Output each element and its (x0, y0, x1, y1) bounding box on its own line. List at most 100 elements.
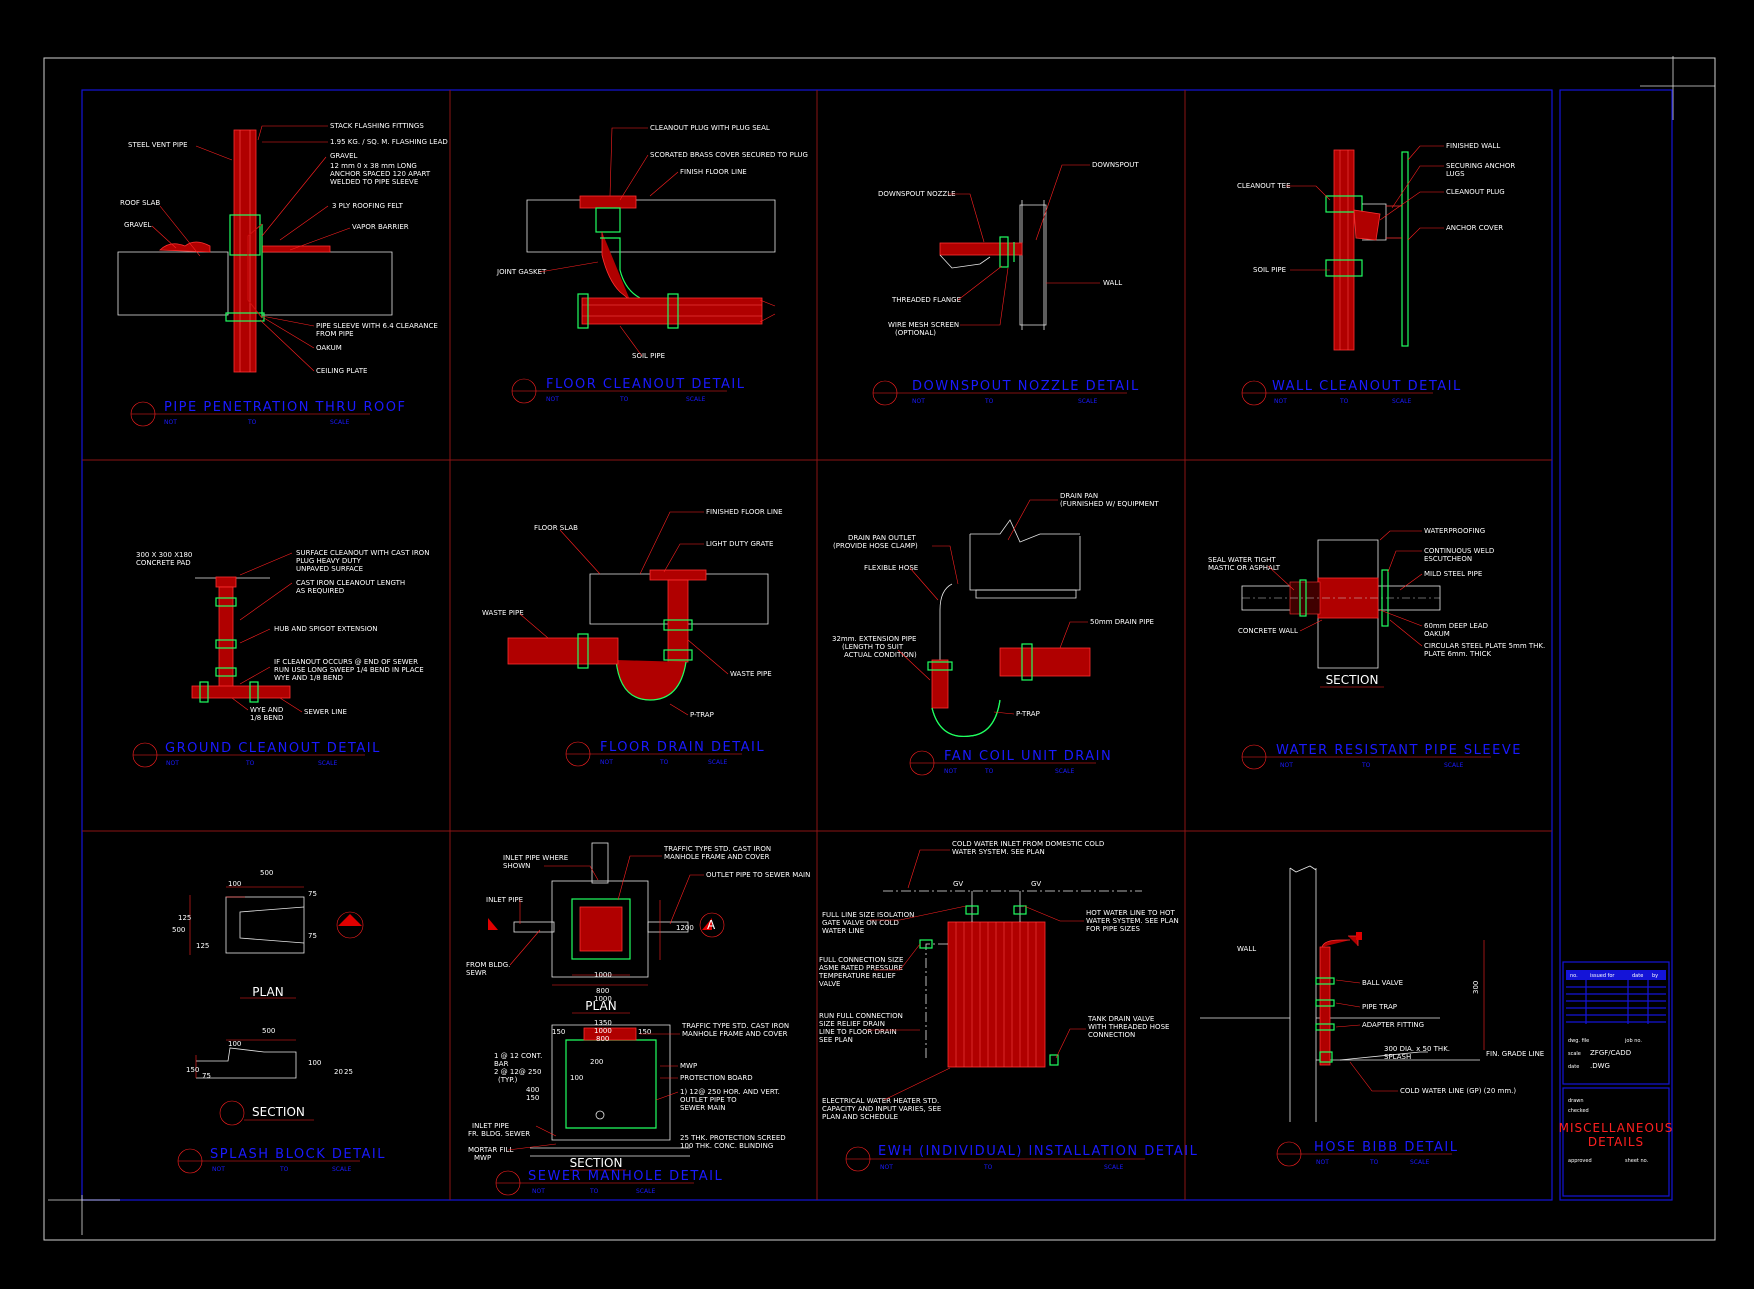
detail-title: WALL CLEANOUT DETAIL (1272, 379, 1462, 394)
label: FULL CONNECTION SIZE (819, 956, 903, 964)
label: STACK FLASHING FITTINGS (330, 122, 424, 130)
dim: 25 (344, 1068, 353, 1076)
detail-wall-cleanout: FINISHED WALL SECURING ANCHOR LUGS CLEAN… (1237, 142, 1515, 406)
label: VAPOR BARRIER (352, 223, 409, 231)
detail-title: DOWNSPOUT NOZZLE DETAIL (912, 379, 1140, 394)
section-marker: A (707, 918, 716, 932)
label: WYE AND 1/8 BEND (274, 674, 343, 682)
label: CONNECTION (1088, 1031, 1135, 1039)
field-checked: checked (1568, 1108, 1589, 1114)
label: FOR PIPE SIZES (1086, 925, 1141, 933)
label: LINE TO FLOOR DRAIN (819, 1028, 897, 1036)
scale-to: TO (589, 1188, 599, 1195)
label: OAKUM (316, 344, 342, 352)
scale-not: NOT (532, 1188, 545, 1195)
label: WYE AND (250, 706, 283, 714)
dim: 125 (178, 914, 191, 922)
d10-title: SEWER MANHOLE DETAIL NOT TO SCALE (495, 1169, 722, 1196)
file-name: ZFGF/CADD (1590, 1049, 1631, 1057)
d8-title: WATER RESISTANT PIPE SLEEVE NOT TO SCALE (1241, 743, 1520, 770)
label: WITH THREADED HOSE (1088, 1023, 1169, 1031)
field-approved: approved (1568, 1158, 1592, 1164)
dim: 300 (1472, 981, 1480, 994)
label: DOWNSPOUT (1092, 161, 1139, 169)
dim: 125 (196, 942, 209, 950)
label: PLAN AND SCHEDULE (822, 1113, 898, 1121)
detail-hose-bibb: WALL BALL VALVE PIPE TRAP ADAPTER FITTIN… (1200, 865, 1544, 1167)
label: 50mm DRAIN PIPE (1090, 618, 1154, 626)
rev-col-no: no. (1570, 973, 1578, 979)
label: JOINT GASKET (496, 268, 547, 276)
label: 300 X 300 X180 (136, 551, 192, 559)
d6-title: FLOOR DRAIN DETAIL NOT TO SCALE (565, 740, 764, 767)
label: (TYP.) (498, 1076, 518, 1084)
label: 60mm DEEP LEAD (1424, 622, 1488, 630)
detail-title: HOSE BIBB DETAIL (1314, 1140, 1458, 1155)
detail-fan-coil-drain: DRAIN PAN (FURNISHED W/ EQUIPMENT DRAIN … (832, 492, 1159, 776)
scale-to: TO (247, 419, 257, 426)
label: SOIL PIPE (632, 352, 665, 360)
label: SHOWN (503, 862, 530, 870)
label: HUB AND SPIGOT EXTENSION (274, 625, 378, 633)
scale-not: NOT (1274, 398, 1287, 405)
label: WELDED TO PIPE SLEEVE (330, 178, 418, 186)
label: 1.95 KG. / SQ. M. FLASHING LEAD (330, 138, 448, 146)
label: CONTINUOUS WELD (1424, 547, 1494, 555)
label: ANCHOR SPACED 120 APART (330, 170, 431, 178)
dim: 800 (596, 987, 609, 995)
d1-title: PIPE PENETRATION THRU ROOF NOT TO SCALE (130, 400, 405, 427)
dim: 400 (526, 1086, 539, 1094)
d5-labels: 300 X 300 X180 CONCRETE PAD SURFACE CLEA… (136, 549, 429, 722)
d2-title: FLOOR CLEANOUT DETAIL NOT TO SCALE (511, 377, 744, 404)
scale-not: NOT (1316, 1159, 1329, 1166)
label: ACTUAL CONDITION) (844, 651, 917, 659)
label: SEE PLAN (819, 1036, 853, 1044)
label: (PROVIDE HOSE CLAMP) (833, 542, 918, 550)
label: SEWER LINE (304, 708, 347, 716)
label: MASTIC OR ASPHALT (1208, 564, 1281, 572)
dim: 1350 (594, 1019, 612, 1027)
scale-not: NOT (912, 398, 925, 405)
d4-title: WALL CLEANOUT DETAIL NOT TO SCALE (1241, 379, 1462, 406)
detail-ground-cleanout: 300 X 300 X180 CONCRETE PAD SURFACE CLEA… (132, 549, 429, 768)
label: CEILING PLATE (316, 367, 367, 375)
label: SURFACE CLEANOUT WITH CAST IRON (296, 549, 429, 557)
dim: 1200 (676, 924, 694, 932)
label: FROM BLDG. (466, 961, 510, 969)
label: CIRCULAR STEEL PLATE 5mm THK. (1424, 642, 1545, 650)
label: FULL LINE SIZE ISOLATION (822, 911, 914, 919)
scale-not: NOT (944, 768, 957, 775)
d9-title: SPLASH BLOCK DETAIL NOT TO SCALE (177, 1147, 384, 1174)
label: WATER SYSTEM. SEE PLAN (1086, 917, 1179, 925)
label: CONCRETE WALL (1238, 627, 1298, 635)
label: CAPACITY AND INPUT VARIES, SEE (822, 1105, 941, 1113)
sheet-frame (43, 56, 1716, 1241)
label: SOIL PIPE (1253, 266, 1286, 274)
label: FIN. GRADE LINE (1486, 1050, 1544, 1058)
scale-not: NOT (1280, 762, 1293, 769)
label: TRAFFIC TYPE STD. CAST IRON (681, 1022, 789, 1030)
label: 1 @ 12 CONT. (494, 1052, 542, 1060)
detail-sewer-manhole: A PLAN INLET PIPE WHERE SHOWN TRAFFIC TY… (466, 842, 810, 1196)
label: WALL (1103, 279, 1122, 287)
label: DRAIN PAN (1060, 492, 1098, 500)
label: PLATE 6mm. THICK (1424, 650, 1491, 658)
label: LIGHT DUTY GRATE (706, 540, 773, 548)
rev-col-issued: issued for (1590, 973, 1615, 979)
scale-not: NOT (880, 1164, 893, 1171)
detail-title: EWH (INDIVIDUAL) INSTALLATION DETAIL (878, 1144, 1198, 1159)
label: P-TRAP (1016, 710, 1040, 718)
scale-to: TO (279, 1166, 289, 1173)
scale-scale: SCALE (636, 1188, 655, 1195)
label: INLET PIPE (472, 1122, 509, 1130)
sheet-title-line-2: DETAILS (1588, 1135, 1644, 1149)
label: ASME RATED PRESSURE (819, 964, 903, 972)
label: GRAVEL (124, 221, 152, 229)
label: RUN USE LONG SWEEP 1/4 BEND IN PLACE (274, 666, 424, 674)
sheet-title-line-1: MISCELLANEOUS (1559, 1121, 1674, 1135)
detail-downspout-nozzle: DOWNSPOUT DOWNSPOUT NOZZLE WALL THREADED… (872, 161, 1140, 406)
scale-to: TO (245, 760, 255, 767)
scale-not: NOT (546, 396, 559, 403)
label: 25 THK. PROTECTION SCREED (680, 1134, 786, 1142)
label: WATER SYSTEM. SEE PLAN (952, 848, 1045, 856)
